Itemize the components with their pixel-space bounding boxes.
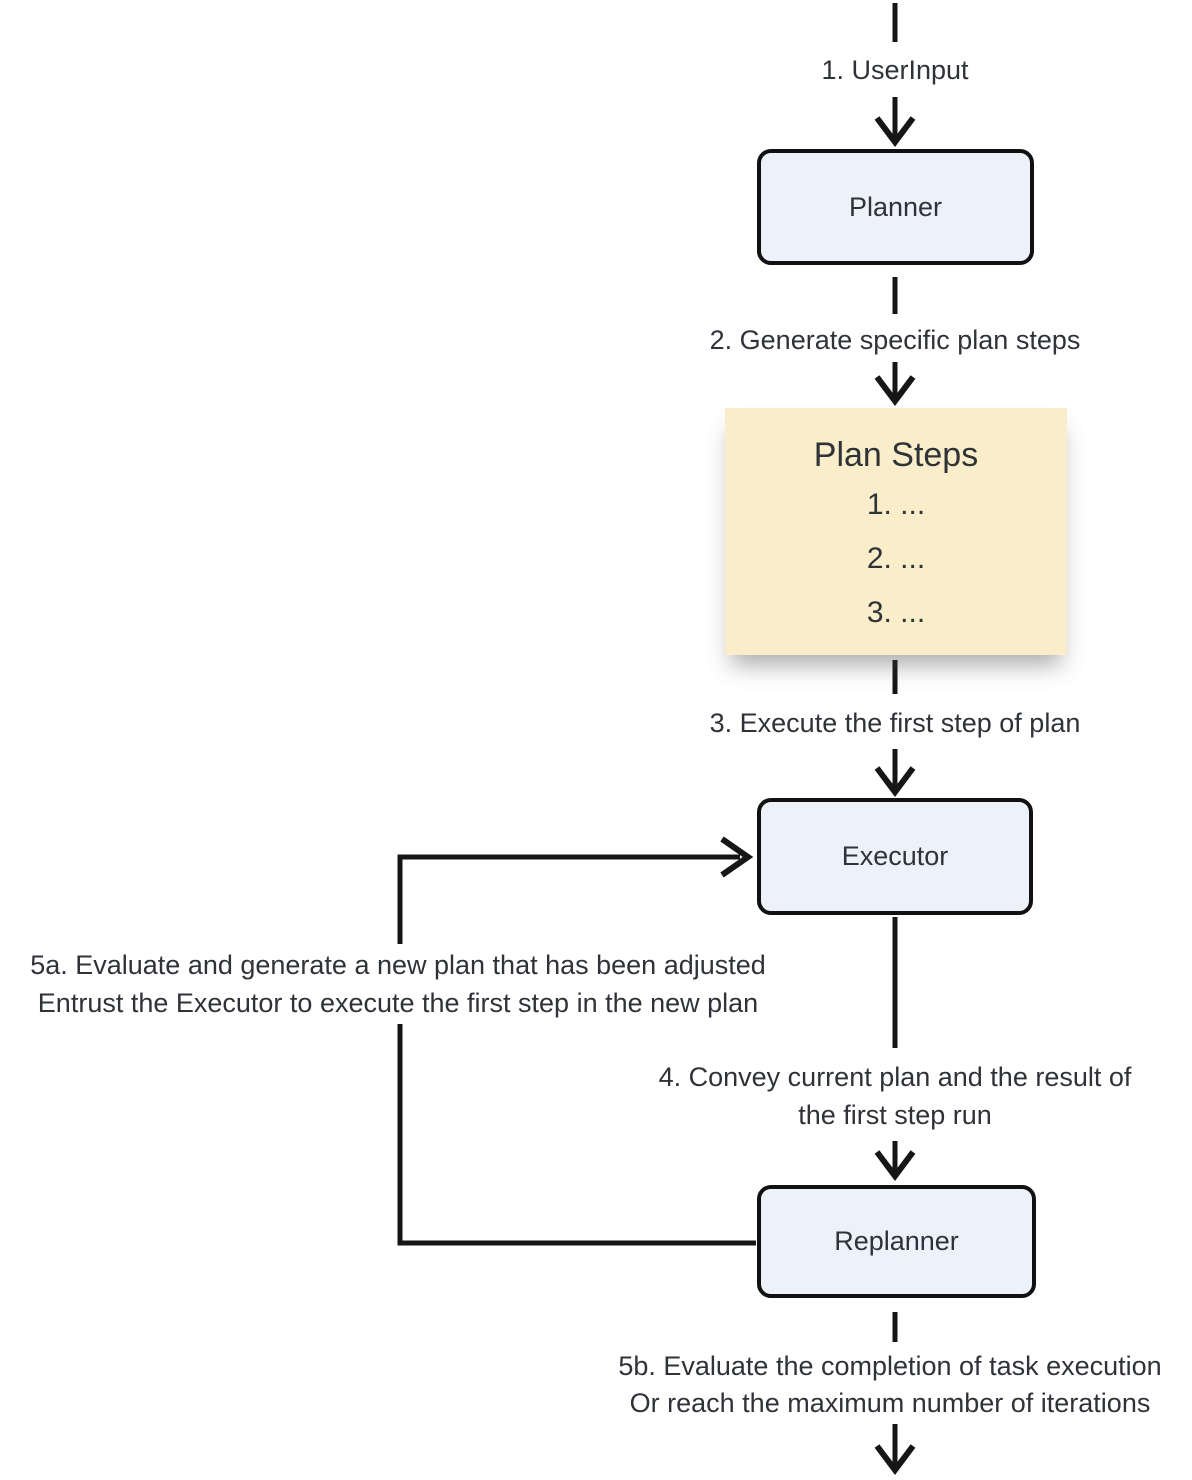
node-executor: Executor (757, 798, 1033, 915)
plan-steps-item-3: 3. ... (866, 596, 926, 629)
edge-label-replan-line2: Entrust the Executor to execute the firs… (37, 988, 759, 1018)
edge-label-replan: 5a. Evaluate and generate a new plan tha… (0, 944, 796, 1024)
edge-label-replan-line1: 5a. Evaluate and generate a new plan tha… (30, 950, 766, 980)
arrowhead-loop-to-executor (720, 836, 754, 878)
arrowhead-finish-out (874, 1444, 916, 1475)
edge-label-convey: 4. Convey current plan and the result of… (595, 1058, 1192, 1134)
arrowhead-generate-to-plansteps (874, 375, 916, 406)
arrowhead-userinput-to-planner (874, 116, 916, 147)
arrowhead-convey-to-replanner (874, 1150, 916, 1181)
edge-label-generate: 2. Generate specific plan steps (709, 325, 1081, 355)
plan-steps-item-1: 1. ... (866, 488, 926, 521)
node-replanner-label: Replanner (834, 1226, 959, 1256)
node-planner-label: Planner (848, 191, 943, 222)
edge-label-convey-line1: 4. Convey current plan and the result of (658, 1062, 1132, 1092)
edge-label-convey-line2: the first step run (798, 1100, 992, 1130)
edge-label-finish-line2: Or reach the maximum number of iteration… (629, 1388, 1151, 1418)
edge-label-finish: 5b. Evaluate the completion of task exec… (565, 1348, 1192, 1422)
node-executor-label: Executor (841, 841, 949, 871)
node-plan-steps: Plan Steps 1. ... 2. ... 3. ... (725, 408, 1067, 655)
edge-label-finish-line1: 5b. Evaluate the completion of task exec… (618, 1351, 1162, 1381)
node-replanner: Replanner (757, 1185, 1036, 1298)
edge-label-execute-first: 3. Execute the first step of plan (709, 708, 1081, 738)
node-planner: Planner (757, 149, 1034, 265)
loop-replanner-to-executor (397, 854, 756, 1246)
arrowhead-execute-to-executor (874, 766, 916, 797)
edge-label-userinput: 1. UserInput (821, 55, 969, 85)
plan-steps-item-2: 2. ... (866, 542, 926, 575)
plan-steps-title: Plan Steps (813, 436, 979, 474)
